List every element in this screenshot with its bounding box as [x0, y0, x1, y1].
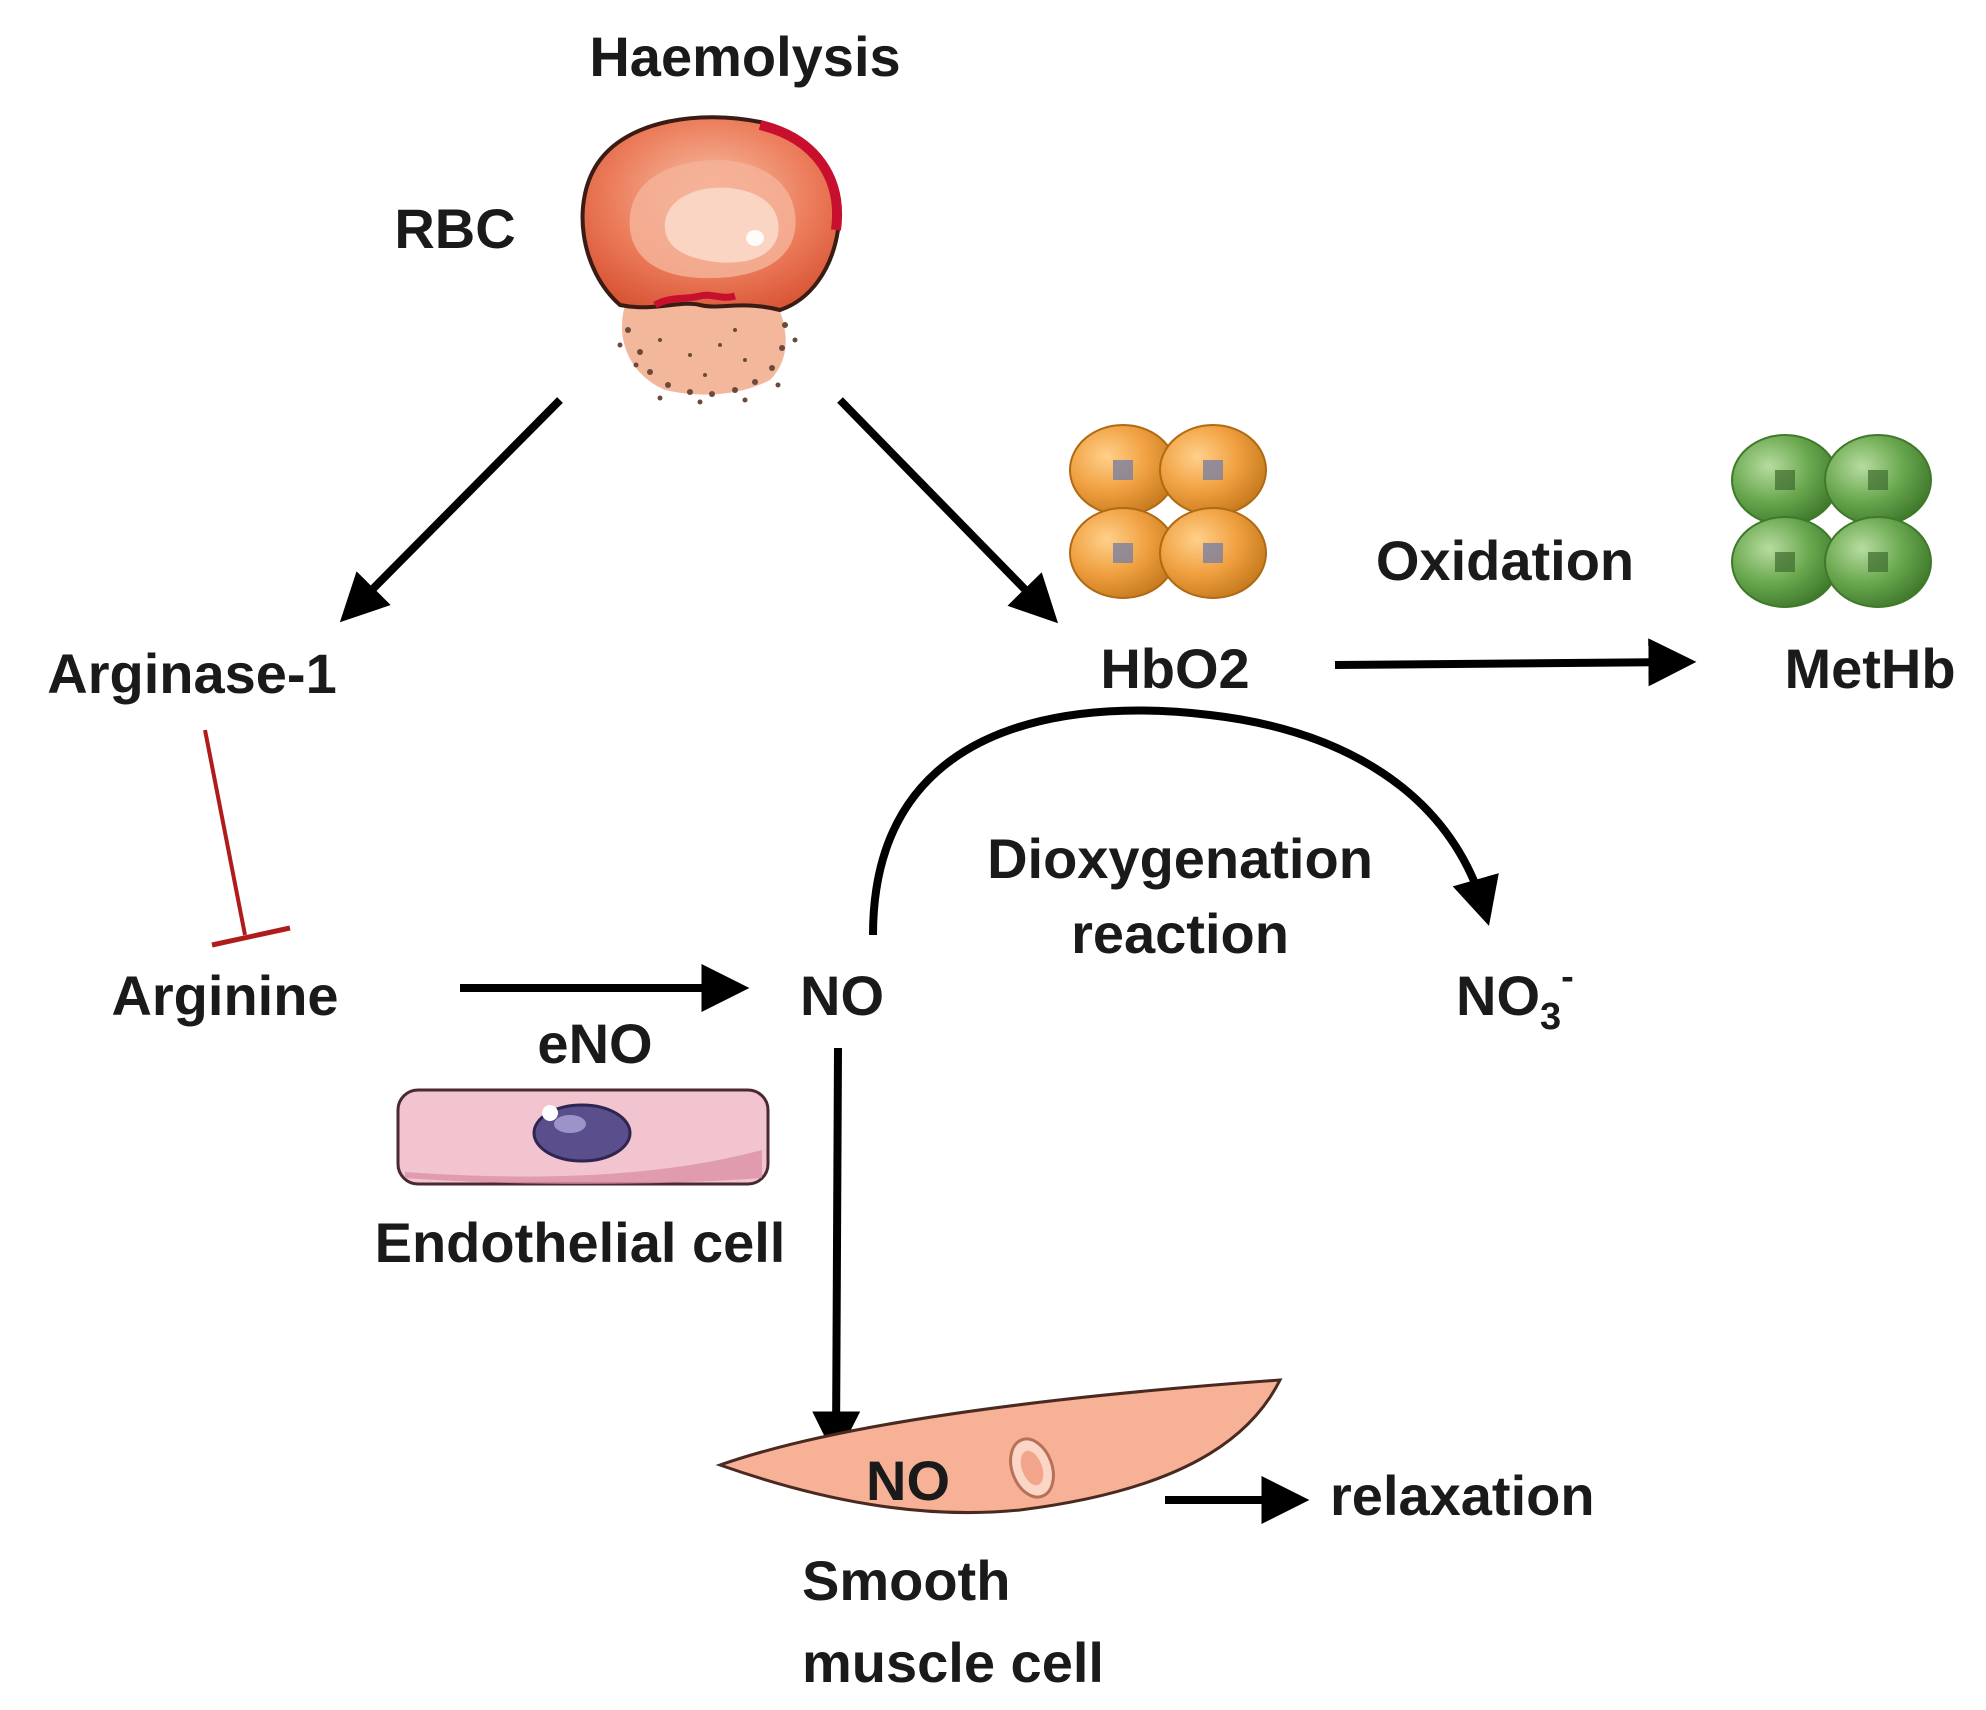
haemolysis-label: Haemolysis	[589, 25, 900, 88]
arrow-no-to-smooth-muscle	[812, 1047, 861, 1460]
endothelial-cell-icon	[396, 1088, 770, 1186]
nitrate-superscript: -	[1561, 956, 1574, 998]
methb-label: MetHb	[1784, 637, 1955, 700]
nitrate-base: NO	[1456, 964, 1540, 1027]
nitrate-label: NO3-	[1456, 956, 1574, 1038]
smooth-muscle-cell-icon	[715, 1378, 1283, 1515]
nitrate-subscript: 3	[1540, 996, 1561, 1038]
hbo2-label: HbO2	[1100, 637, 1249, 700]
arrow-rbc-to-hbo2	[837, 397, 1059, 624]
inhibition-line	[203, 729, 247, 936]
inhibition-bar	[211, 925, 291, 948]
rbc-label: RBC	[394, 197, 515, 260]
arrow-hbo2-to-methb	[1334, 638, 1697, 687]
rbc-icon	[580, 115, 842, 405]
smooth-muscle-no-label: NO	[866, 1449, 950, 1512]
hbo2-tetramer-icon	[1069, 424, 1267, 599]
arrow-rbc-to-arginase	[339, 397, 563, 623]
arginine-label: Arginine	[111, 964, 338, 1027]
smooth-muscle-label-line2: muscle cell	[802, 1631, 1104, 1694]
methb-tetramer-icon	[1731, 434, 1932, 608]
endothelial-label: Endothelial cell	[375, 1211, 786, 1274]
smooth-muscle-label-line1: Smooth	[802, 1549, 1010, 1612]
dioxygenation-label-line2: reaction	[1071, 902, 1289, 965]
relaxation-label: relaxation	[1330, 1464, 1595, 1527]
no-label: NO	[800, 964, 884, 1027]
eno-label: eNO	[537, 1012, 652, 1075]
oxidation-label: Oxidation	[1376, 529, 1634, 592]
dioxygenation-label-line1: Dioxygenation	[987, 827, 1373, 890]
arginase-label: Arginase-1	[47, 642, 336, 705]
arrow-dioxygenation	[869, 706, 1499, 936]
